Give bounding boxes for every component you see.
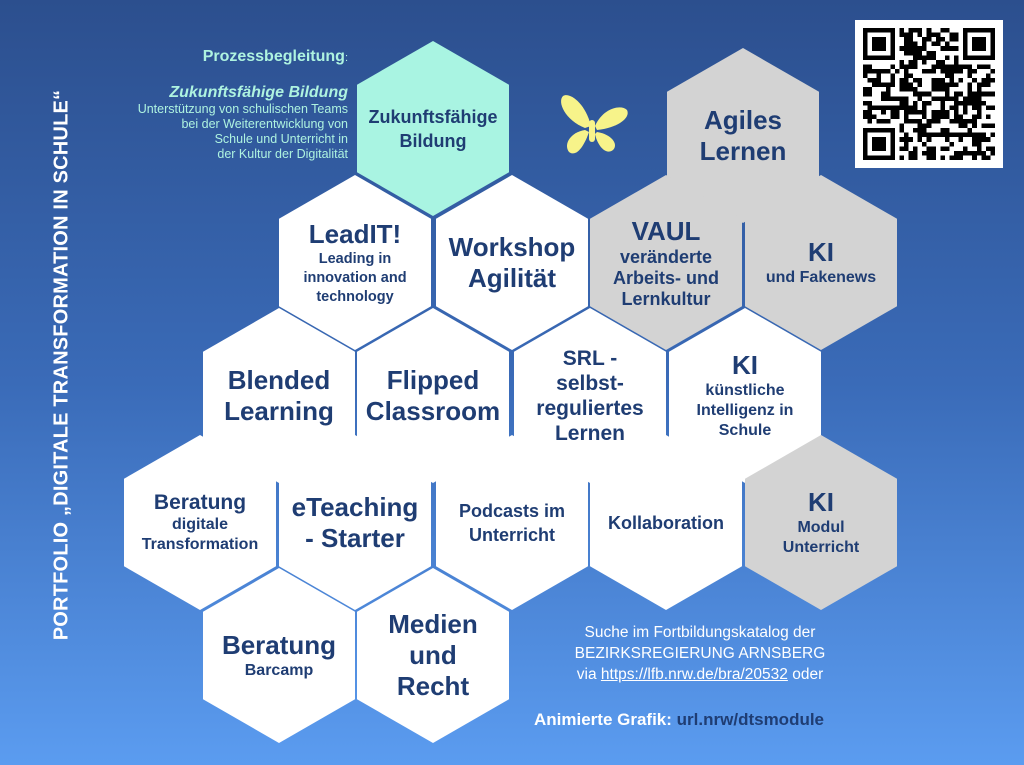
intro-subtitle: Zukunftsfähige Bildung xyxy=(169,84,348,101)
hex-subtitle: veränderte Arbeits- und Lernkultur xyxy=(613,246,719,309)
hex-title: Kollaboration xyxy=(608,512,724,533)
animated-url[interactable]: url.nrw/dtsmodule xyxy=(676,710,825,729)
qr-code[interactable] xyxy=(855,20,1003,168)
hex-title: eTeaching - Starter xyxy=(291,491,419,553)
hex-title: KI xyxy=(732,350,758,380)
catalog-link[interactable]: https://lfb.nrw.de/bra/20532 xyxy=(600,666,788,683)
hex-zukunftsfaehige-bildung[interactable]: Zukunftsfähige Bildung xyxy=(357,41,509,216)
hex-title: Beratung xyxy=(221,630,337,660)
search-line2: BEZIRKSREGIERUNG ARNSBERG xyxy=(574,645,826,662)
animated-label: Animierte Grafik: xyxy=(534,710,672,729)
hex-subtitle: künstliche Intelligenz in Schule xyxy=(696,382,794,439)
hex-subtitle: Modul Unterricht xyxy=(782,519,860,556)
hex-subtitle: und Fakenews xyxy=(765,269,877,286)
hex-title: LeadIT! xyxy=(308,218,402,249)
hex-title: KI xyxy=(808,487,834,517)
hex-title: Zukunftsfähige Bildung xyxy=(368,106,498,151)
hex-title: Blended Learning xyxy=(224,364,334,426)
hex-title: VAUL xyxy=(631,215,701,246)
hex-medien-recht[interactable]: Medien und Recht xyxy=(357,568,509,743)
hex-subtitle: Barcamp xyxy=(244,662,314,679)
animated-graphic: Animierte Grafik: url.nrw/dtsmodule xyxy=(534,710,824,730)
hex-title: Medien und Recht xyxy=(388,609,478,701)
hex-subtitle: digitale Transformation xyxy=(141,516,259,553)
hex-title: Podcasts im Unterricht xyxy=(458,500,566,545)
search-line1: Suche im Fortbildungskatalog der xyxy=(584,624,816,641)
intro-description: Unterstützung von schulischen Teams bei … xyxy=(137,102,348,161)
oder-text: oder xyxy=(792,666,824,683)
portfolio-title: PORTFOLIO „DIGITALE TRANSFORMATION IN SC… xyxy=(50,89,73,641)
search-info: Suche im Fortbildungskatalog der BEZIRKS… xyxy=(540,622,860,685)
hex-subtitle: Leading in innovation and technology xyxy=(303,250,407,305)
via-text: via xyxy=(576,666,597,683)
hex-title: Flipped Classroom xyxy=(365,364,501,426)
hex-title: KI xyxy=(808,237,834,267)
hex-title: Workshop Agilität xyxy=(448,231,576,293)
hex-title: SRL - selbst- reguliertes Lernen xyxy=(536,346,644,445)
hex-title: Agiles Lernen xyxy=(699,104,787,166)
intro-heading: Prozessbegleitung: xyxy=(202,48,348,65)
hex-title: Beratung xyxy=(153,491,247,514)
butterfly-icon xyxy=(561,95,628,154)
intro-block: Prozessbegleitung: Zukunftsfähige Bildun… xyxy=(138,48,348,162)
